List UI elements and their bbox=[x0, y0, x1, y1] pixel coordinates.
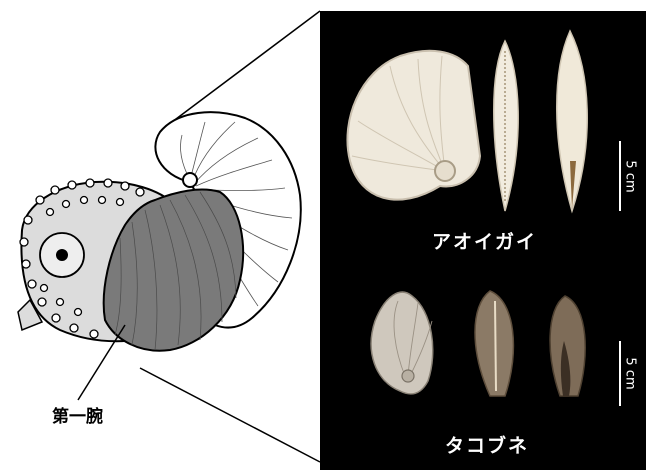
species-label-hians: タコブネ bbox=[445, 431, 529, 458]
argo-shell-lateral bbox=[347, 51, 480, 200]
hians-shell-lateral bbox=[371, 292, 433, 394]
zoom-line-top bbox=[168, 11, 320, 125]
shell-coil bbox=[183, 173, 197, 187]
shell-photo-panel: アオイガイ タコブネ 5 cm 5 cm bbox=[320, 11, 646, 470]
first-arm-label: 第一腕 bbox=[52, 402, 103, 427]
scale-label-1: 5 cm bbox=[623, 160, 638, 192]
zoom-line-bottom bbox=[140, 368, 320, 462]
scale-label-2: 5 cm bbox=[623, 357, 638, 389]
argo-shell-front bbox=[494, 41, 518, 211]
octopus-pupil bbox=[56, 249, 68, 261]
species-label-argo: アオイガイ bbox=[432, 227, 537, 254]
